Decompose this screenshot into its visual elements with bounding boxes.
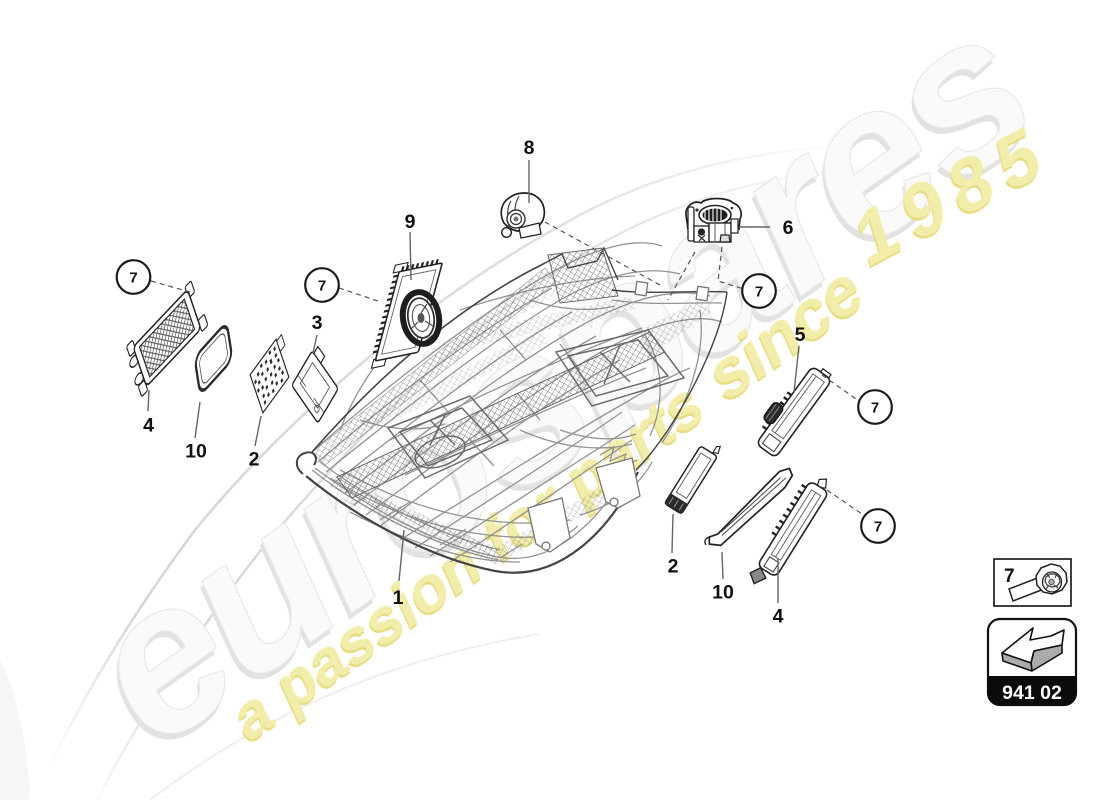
svg-text:10: 10 — [185, 441, 207, 463]
svg-text:9: 9 — [405, 211, 416, 233]
svg-text:4: 4 — [773, 606, 784, 628]
svg-text:6: 6 — [783, 217, 794, 239]
svg-text:5: 5 — [795, 324, 806, 346]
svg-text:7: 7 — [318, 278, 326, 295]
svg-text:7: 7 — [129, 270, 137, 287]
svg-text:7: 7 — [1004, 566, 1015, 587]
svg-text:10: 10 — [712, 582, 734, 604]
svg-text:7: 7 — [871, 400, 879, 417]
svg-text:2: 2 — [668, 556, 679, 578]
svg-text:4: 4 — [143, 415, 154, 437]
svg-text:3: 3 — [312, 312, 323, 334]
svg-text:7: 7 — [755, 284, 763, 301]
svg-text:7: 7 — [874, 519, 882, 536]
svg-text:941 02: 941 02 — [1002, 682, 1062, 704]
svg-text:8: 8 — [524, 137, 535, 159]
svg-text:1: 1 — [393, 587, 404, 609]
svg-text:2: 2 — [249, 449, 260, 471]
